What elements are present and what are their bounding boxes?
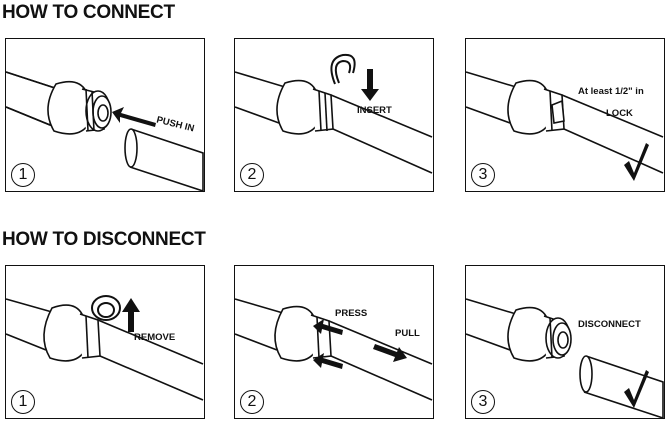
remove-label: REMOVE [134, 332, 176, 343]
step-number-2: 2 [240, 163, 264, 187]
arrow-icon [373, 344, 407, 362]
fitting-remove-clip-illustration [5, 295, 204, 401]
disconnect-step-1-panel: REMOVE 1 [5, 265, 205, 419]
step-number-3: 3 [471, 390, 495, 414]
checkmark-icon [624, 370, 649, 408]
fitting-push-in-illustration [5, 71, 204, 193]
disconnect-title: HOW TO DISCONNECT [2, 229, 206, 250]
step-number-1: 1 [11, 163, 35, 187]
fitting-insert-illustration [234, 53, 433, 174]
step-number-3: 3 [471, 163, 495, 187]
fitting-disconnected-illustration [465, 298, 664, 420]
fitting-locked-illustration [465, 71, 664, 181]
lock-label: LOCK [606, 108, 633, 119]
arrow-icon [313, 319, 343, 335]
checkmark-icon [624, 143, 649, 181]
at-least-label: At least 1/2" in [578, 86, 644, 97]
clip-icon [91, 295, 121, 321]
disconnect-step-3-panel: DISCONNECT 3 [465, 265, 665, 420]
insert-label: INSERT [357, 105, 392, 116]
step-number-1: 1 [11, 390, 35, 414]
connect-title: HOW TO CONNECT [2, 2, 175, 23]
arrow-icon [122, 298, 140, 332]
pull-label: PULL [395, 328, 420, 339]
disconnect-label: DISCONNECT [578, 319, 641, 330]
connect-step-1-panel: PUSH IN 1 [5, 38, 205, 193]
arrow-icon [112, 107, 156, 127]
disconnect-step-2-panel: PRESS PULL 2 [234, 265, 434, 419]
connect-step-3-panel: At least 1/2" in LOCK 3 [465, 38, 665, 192]
arrow-icon [361, 69, 379, 101]
step-number-2: 2 [240, 390, 264, 414]
arrow-icon [313, 353, 343, 369]
connect-step-2-panel: INSERT 2 [234, 38, 434, 192]
clip-icon [330, 53, 356, 85]
press-label: PRESS [335, 308, 368, 319]
fitting-press-pull-illustration [234, 298, 433, 401]
